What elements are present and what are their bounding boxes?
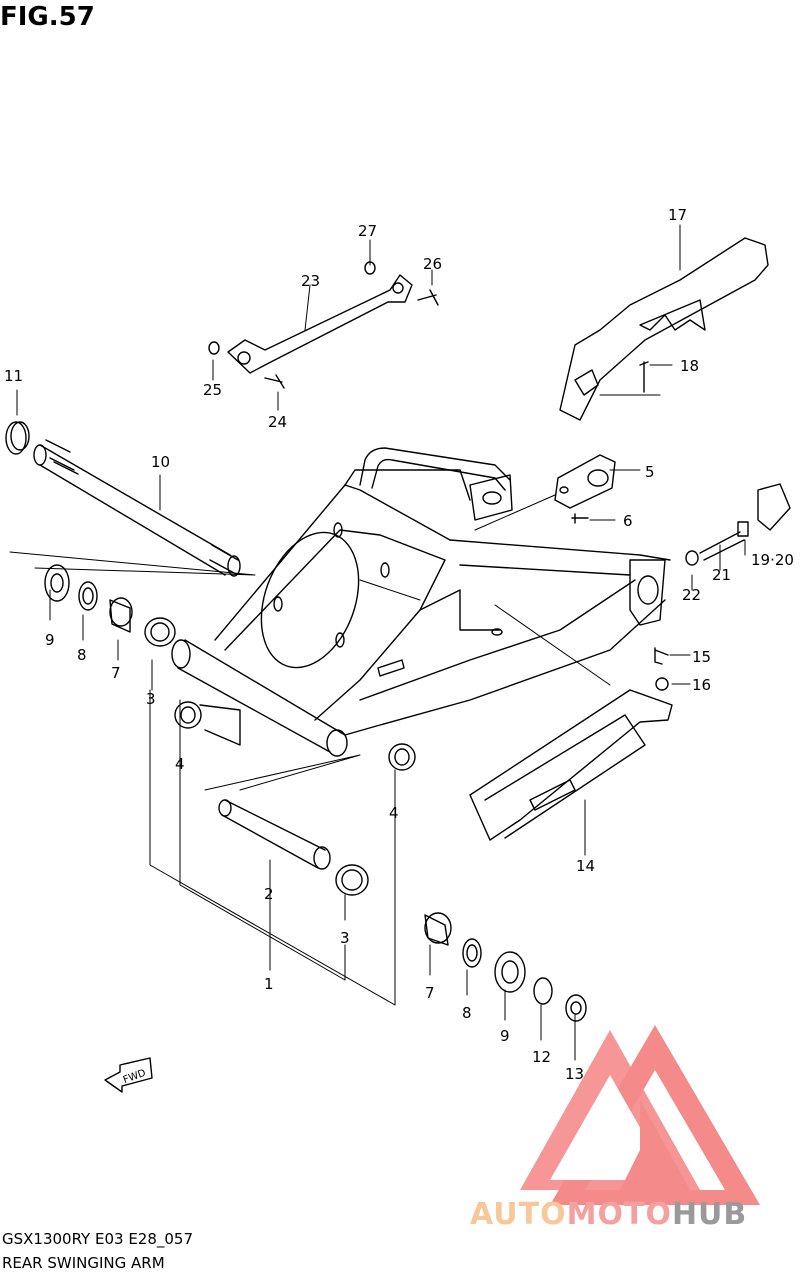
callout-3b: 3 (340, 929, 350, 947)
callout-14: 14 (576, 857, 595, 875)
figure-caption: REAR SWINGING ARM (2, 1254, 165, 1272)
fwd-arrow-icon: FWD (104, 1057, 153, 1093)
callout-8b: 8 (462, 1004, 472, 1022)
callout-21: 21 (712, 566, 731, 584)
callout-1: 1 (264, 975, 274, 993)
callout-11: 11 (4, 367, 23, 385)
chain-slider (469, 689, 673, 841)
callout-24: 24 (268, 413, 287, 431)
model-code: GSX1300RY E03 E28_057 (2, 1230, 194, 1248)
watermark-wordmark: AUTOMOTOHUB (470, 1197, 747, 1232)
bracket-plate (554, 454, 616, 509)
callout-7a: 7 (111, 664, 121, 682)
watermark-word-moto: MOTO (566, 1197, 672, 1232)
callout-17: 17 (668, 206, 687, 224)
callout-27: 27 (358, 222, 377, 240)
callout-19-20: 19·20 (751, 551, 794, 569)
callout-2: 2 (264, 885, 274, 903)
leader-lines (9, 224, 746, 1061)
callout-15: 15 (692, 648, 711, 666)
callout-labels: 1 2 3 3 4 4 5 6 7 7 8 8 9 9 10 11 12 13 … (4, 206, 794, 1083)
watermark-word-hub: HUB (671, 1197, 748, 1232)
callout-4a: 4 (175, 755, 185, 773)
callout-23: 23 (301, 272, 320, 290)
callout-7b: 7 (425, 984, 435, 1002)
callout-12: 12 (532, 1048, 551, 1066)
torque-brace (227, 274, 413, 374)
callout-13: 13 (565, 1065, 584, 1083)
callout-22: 22 (682, 586, 701, 604)
callout-18: 18 (680, 357, 699, 375)
chain-guard (559, 237, 769, 421)
figure-title: FIG.57 (0, 2, 95, 32)
callout-25: 25 (203, 381, 222, 399)
callout-8a: 8 (77, 646, 87, 664)
small-parts (5, 261, 791, 1022)
callout-4b: 4 (389, 804, 399, 822)
callout-10: 10 (151, 453, 170, 471)
callout-6: 6 (623, 512, 633, 530)
callout-9b: 9 (500, 1027, 510, 1045)
swing-arm-frame (171, 447, 671, 757)
callout-9a: 9 (45, 631, 55, 649)
callout-16: 16 (692, 676, 711, 694)
callout-3a: 3 (146, 690, 156, 708)
callout-26: 26 (423, 255, 442, 273)
watermark-word-auto: AUTO (470, 1197, 567, 1232)
pivot-shaft (33, 439, 241, 577)
watermark-logo (520, 1025, 760, 1205)
callout-5: 5 (645, 463, 655, 481)
